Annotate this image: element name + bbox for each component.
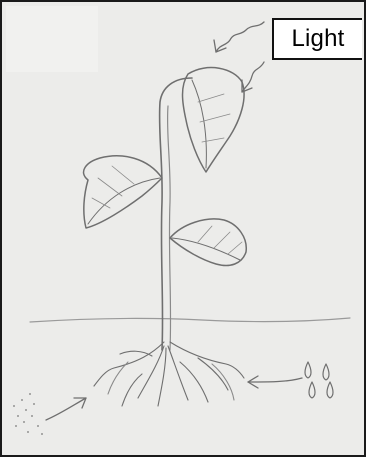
plant-roots (94, 342, 244, 406)
water-arrow-icon (248, 376, 302, 388)
light-label-text: Light (291, 25, 344, 53)
ground-line (30, 318, 350, 322)
paper-patch (6, 6, 98, 72)
top-leaf (183, 68, 245, 172)
light-label: Light (272, 18, 362, 60)
plant-stem (160, 78, 192, 350)
light-arrow-icon (214, 22, 264, 92)
left-leaf (84, 156, 162, 228)
plant-stem-back (168, 106, 171, 350)
air-arrow-icon (46, 398, 86, 420)
water-drop-icon (305, 362, 333, 398)
right-leaf (170, 219, 246, 266)
air-particles (13, 393, 43, 435)
